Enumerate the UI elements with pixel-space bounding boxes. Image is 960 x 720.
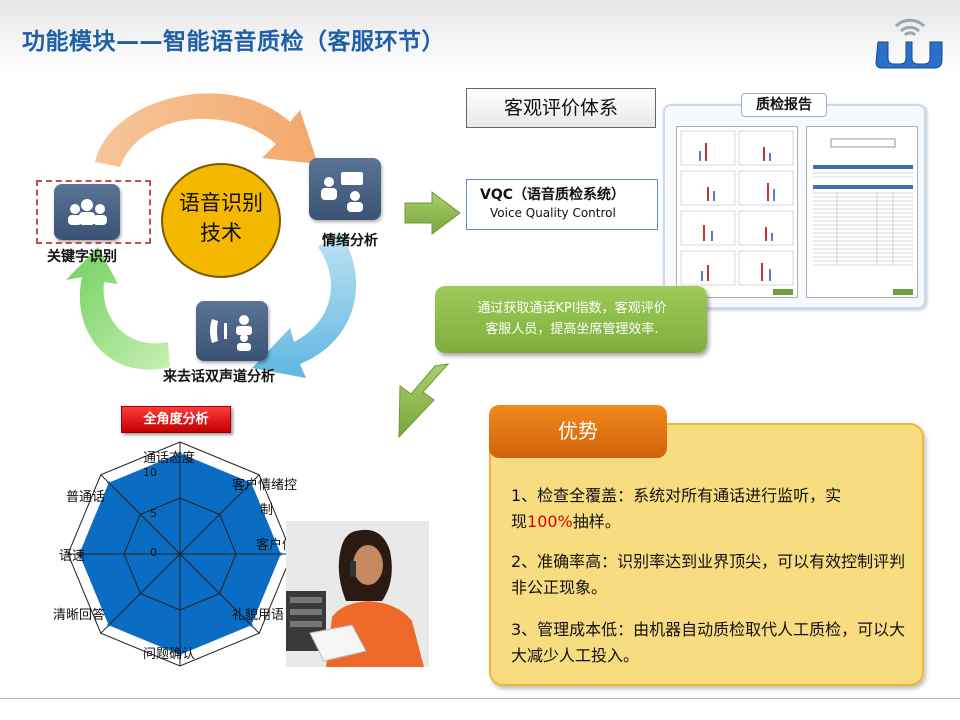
vqc-subtitle: Voice Quality Control [490, 206, 616, 220]
vqc-title: VQC（语音质检系统） [480, 187, 626, 203]
radar-axis-label: 普通话 [66, 490, 106, 505]
kpi-line-1: 通过获取通话KPI指数，客观评价 [477, 301, 667, 316]
advantage-item-1: 1、检查全覆盖：系统对所有通话进行监听，实 现100%抽样。 [511, 483, 911, 535]
report-page-charts [676, 126, 798, 298]
advantage-1-text-c: 抽样。 [572, 512, 621, 531]
report-page-table [806, 126, 918, 298]
vqc-box [466, 179, 658, 230]
page-title: 功能模块——智能语音质检（客服环节） [22, 29, 445, 55]
radar-axis-label: 制 [260, 503, 274, 518]
advantages-panel [489, 423, 924, 686]
radar-axis-label: 清晰回答 [53, 608, 106, 623]
radar-data-point [107, 623, 111, 627]
radar-spoke [179, 553, 260, 634]
core-technology-circle [161, 163, 281, 278]
dual-channel-label: 来去话双声道分析 [163, 369, 275, 385]
kpi-line-2: 客服人员，提高坐席管理效率. [485, 322, 659, 337]
dual-channel-icon [196, 301, 268, 361]
radar-axis-label: 通话态度 [143, 451, 196, 466]
radar-data-point [77, 552, 81, 556]
kpi-text: 通过获取通话KPI指数，客观评价 客服人员，提高坐席管理效率. [450, 298, 694, 340]
radar-axis-label: 问题确认 [143, 647, 196, 662]
full-angle-analysis-badge: 全角度分析 [121, 406, 231, 433]
company-logo [875, 18, 943, 69]
objective-system-box: 客观评价体系 [466, 88, 656, 128]
advantages-title: 优势 [489, 405, 667, 458]
customer-service-agent-photo [286, 521, 429, 667]
core-line-1: 语音识别 [179, 191, 263, 215]
advantage-1-highlight: 100% [527, 512, 573, 531]
radar-spoke [179, 474, 260, 555]
footer-divider [0, 698, 960, 699]
cycle-arrow-green [66, 247, 170, 370]
core-line-2: 技术 [200, 221, 242, 245]
cycle-arrows [66, 93, 357, 378]
radar-data-point [249, 623, 253, 627]
radar-data-point [178, 451, 182, 455]
advantage-1-text-a: 1、检查全覆盖：系统对所有通话进行监听，实 [511, 486, 842, 505]
radar-data-point [178, 653, 182, 657]
radar-tick-label: 0 [150, 546, 157, 559]
emotion-icon [309, 158, 381, 220]
advantage-1-text-b: 现 [511, 512, 528, 531]
radar-axis-label: 客户情绪控 [232, 478, 298, 493]
radar-axis-label: 语速 [59, 549, 86, 564]
advantage-item-3: 3、管理成本低：由机器自动质检取代人工质检，可以大大减少人工投入。 [511, 620, 906, 665]
emotion-label: 情绪分析 [322, 233, 378, 249]
kpi-callout [435, 286, 707, 353]
keyword-label: 关键字识别 [47, 249, 117, 265]
header-band [0, 0, 960, 72]
keyword-highlight-frame [36, 180, 151, 244]
radar-chart [67, 441, 293, 667]
cycle-arrow-orange [95, 93, 318, 167]
radar-data-point [279, 552, 283, 556]
cycle-arrow-blue [252, 232, 357, 378]
keyword-icon [54, 184, 120, 240]
advantage-item-2: 2、准确率高：识别率达到业界顶尖，可以有效控制评判非公正现象。 [511, 552, 906, 597]
radar-tick-label: 5 [150, 507, 157, 520]
radar-tick-label: 10 [143, 466, 157, 479]
radar-data-point [249, 481, 253, 485]
core-technology-text: 语音识别 技术 [161, 188, 281, 248]
report-tab: 质检报告 [741, 93, 827, 117]
radar-data-point [107, 481, 111, 485]
radar-spoke [100, 474, 181, 555]
radar-axis-label: 礼貌用语 [232, 608, 285, 623]
radar-spoke [100, 553, 181, 634]
